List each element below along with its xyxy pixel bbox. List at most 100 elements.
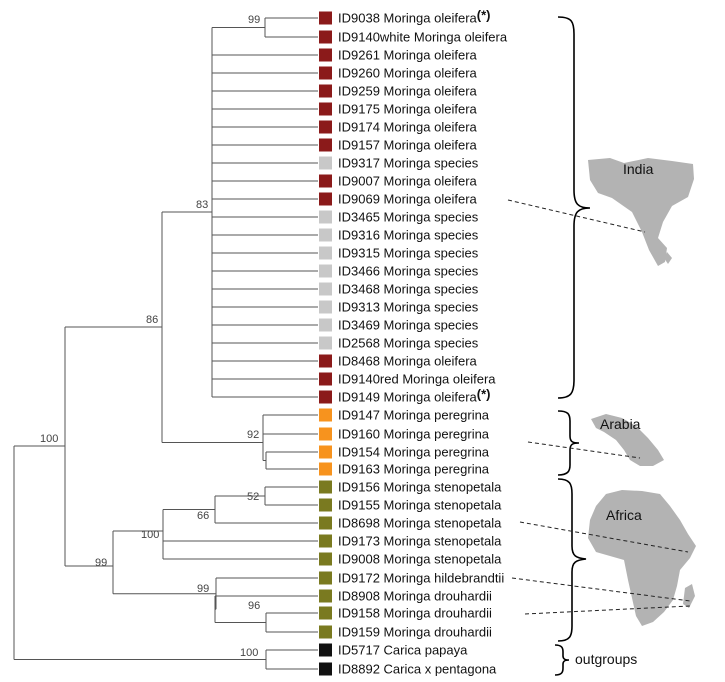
branch bbox=[265, 649, 318, 670]
leaf-label: ID9317 Moringa species bbox=[338, 156, 479, 171]
leaf-label: ID9315 Moringa species bbox=[338, 246, 479, 261]
leaf-row: ID9172 Moringa hildebrandtii bbox=[319, 571, 504, 586]
outgroups-label: outgroups bbox=[575, 651, 637, 667]
india-map: India bbox=[588, 158, 694, 266]
leaf-color-square bbox=[319, 354, 332, 368]
leaf-label: ID9173 Moringa stenopetala bbox=[338, 534, 502, 549]
leaf-row: ID8892 Carica x pentagona bbox=[319, 662, 497, 677]
africa-map-shape bbox=[588, 490, 696, 626]
bootstrap-label: 66 bbox=[197, 510, 209, 522]
leaf-label: ID9155 Moringa stenopetala bbox=[338, 498, 502, 513]
leaf-color-square bbox=[319, 534, 332, 548]
leaf-color-square bbox=[319, 498, 332, 512]
bootstrap-label: 100 bbox=[40, 433, 58, 445]
leaf-row: ID9316 Moringa species bbox=[319, 228, 479, 243]
arabia-connector bbox=[527, 441, 641, 459]
arabia-brace bbox=[557, 410, 580, 476]
leaf-label: ID2568 Moringa species bbox=[338, 336, 479, 351]
leaf-color-square bbox=[319, 336, 332, 350]
leaf-row: ID9259 Moringa oleifera bbox=[319, 84, 478, 99]
africa-connector-hildebrandtii bbox=[511, 577, 691, 602]
leaf-color-square bbox=[319, 372, 332, 386]
leaf-color-square bbox=[319, 408, 332, 422]
leaf-label: ID9154 Moringa peregrina bbox=[338, 445, 490, 460]
leaf-label: ID5717 Carica papaya bbox=[338, 643, 468, 658]
leaf-label: ID8698 Moringa stenopetala bbox=[338, 516, 502, 531]
leaf-color-square bbox=[319, 66, 332, 80]
arabia-map-shape bbox=[591, 414, 664, 466]
leaf-color-square bbox=[319, 462, 332, 476]
leaf-color-square bbox=[319, 30, 332, 44]
map-connectors bbox=[507, 199, 691, 615]
leaf-label: ID9175 Moringa oleifera bbox=[338, 102, 478, 117]
india-connector bbox=[507, 199, 646, 233]
leaf-row: ID9315 Moringa species bbox=[319, 246, 479, 261]
leaf-label: ID9069 Moringa oleifera bbox=[338, 192, 478, 207]
leaf-row: ID3466 Moringa species bbox=[319, 264, 479, 279]
leaf-color-square bbox=[319, 516, 332, 530]
leaf-color-square bbox=[319, 138, 332, 152]
leaf-color-square bbox=[319, 102, 332, 116]
leaf-label: ID9259 Moringa oleifera bbox=[338, 84, 478, 99]
leaf-row: ID9160 Moringa peregrina bbox=[319, 427, 490, 442]
leaf-label: ID9140white Moringa oleifera bbox=[338, 30, 508, 45]
leaf-label: ID9313 Moringa species bbox=[338, 300, 479, 315]
leaf-mark: (*) bbox=[477, 8, 491, 23]
branch bbox=[264, 17, 318, 38]
leaf-row: ID9147 Moringa peregrina bbox=[319, 408, 490, 423]
leaf-row: ID9140white Moringa oleifera bbox=[319, 30, 508, 45]
leaf-row: ID8698 Moringa stenopetala bbox=[319, 516, 502, 531]
leaf-mark: (*) bbox=[477, 387, 491, 402]
bootstrap-values: 99 83 86 100 92 52 66 100 99 99 96 100 bbox=[40, 14, 260, 659]
leaf-label: ID9149 Moringa oleifera(*) bbox=[338, 387, 490, 405]
leaf-color-square bbox=[319, 589, 332, 603]
africa-brace bbox=[557, 478, 587, 642]
leaf-label: ID9174 Moringa oleifera bbox=[338, 120, 478, 135]
bootstrap-label: 86 bbox=[146, 314, 158, 326]
branch bbox=[265, 451, 318, 470]
leaf-row: ID9069 Moringa oleifera bbox=[319, 192, 478, 207]
bootstrap-label: 99 bbox=[95, 557, 107, 569]
leaf-color-square bbox=[319, 552, 332, 566]
branch bbox=[212, 54, 318, 398]
leaf-label: ID9261 Moringa oleifera bbox=[338, 48, 478, 63]
leaf-label: ID8892 Carica x pentagona bbox=[338, 662, 497, 677]
leaf-label: ID9156 Moringa stenopetala bbox=[338, 480, 502, 495]
africa-connector-stenopetala bbox=[519, 521, 689, 553]
leaf-row: ID3465 Moringa species bbox=[319, 210, 479, 225]
leaf-label: ID9157 Moringa oleifera bbox=[338, 138, 478, 153]
branch bbox=[162, 509, 318, 560]
leaf-label: ID3466 Moringa species bbox=[338, 264, 479, 279]
leaf-color-square bbox=[319, 606, 332, 620]
leaf-color-square bbox=[319, 427, 332, 441]
leaf-color-square bbox=[319, 192, 332, 206]
leaf-label: ID3468 Moringa species bbox=[338, 282, 479, 297]
bootstrap-label: 99 bbox=[197, 583, 209, 595]
leaf-row: ID2568 Moringa species bbox=[319, 336, 479, 351]
leaf-color-square bbox=[319, 480, 332, 494]
leaf-label: ID8468 Moringa oleifera bbox=[338, 354, 478, 369]
leaf-color-square bbox=[319, 156, 332, 170]
leaf-row: ID9155 Moringa stenopetala bbox=[319, 498, 502, 513]
leaf-row: ID9008 Moringa stenopetala bbox=[319, 552, 502, 567]
bootstrap-label: 100 bbox=[240, 647, 258, 659]
branch bbox=[262, 414, 318, 435]
africa-map: Africa bbox=[588, 490, 696, 626]
leaf-label: ID9316 Moringa species bbox=[338, 228, 479, 243]
leaf-label: ID3465 Moringa species bbox=[338, 210, 479, 225]
leaf-color-square bbox=[319, 120, 332, 134]
leaf-color-square bbox=[319, 84, 332, 98]
bootstrap-label: 52 bbox=[247, 491, 259, 503]
leaf-label: ID3469 Moringa species bbox=[338, 318, 479, 333]
leaf-color-square bbox=[319, 662, 332, 676]
leaf-label: ID9008 Moringa stenopetala bbox=[338, 552, 502, 567]
bootstrap-label: 83 bbox=[196, 199, 208, 211]
india-brace bbox=[557, 16, 591, 399]
leaf-label: ID9159 Moringa drouhardii bbox=[338, 625, 492, 640]
leaf-label: ID9260 Moringa oleifera bbox=[338, 66, 478, 81]
leaf-row: ID8908 Moringa drouhardii bbox=[319, 589, 492, 604]
india-map-shape bbox=[664, 252, 672, 264]
leaf-label: ID9038 Moringa oleifera(*) bbox=[338, 8, 490, 26]
leaf-color-square bbox=[319, 210, 332, 224]
